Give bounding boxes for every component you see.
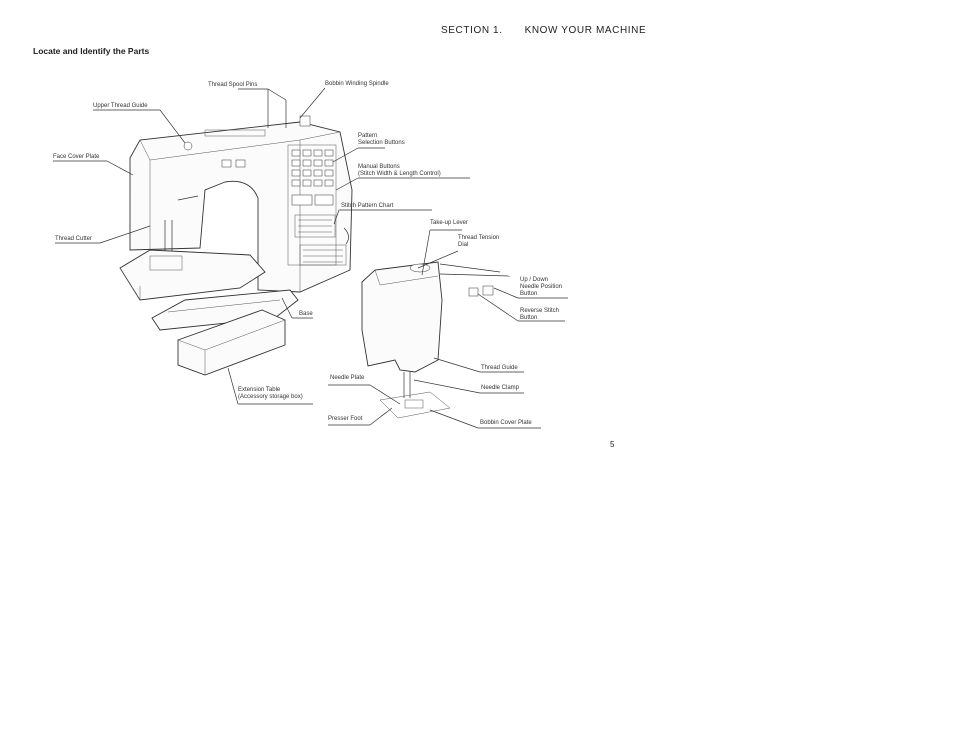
label-pattern-selection-buttons: Pattern Selection Buttons (358, 133, 405, 146)
label-upper-thread-guide: Upper Thread Guide (93, 103, 148, 109)
label-bobbin-winding-spindle: Bobbin Winding Spindle (325, 81, 389, 87)
label-thread-guide: Thread Guide (481, 365, 518, 371)
page-number: 5 (610, 440, 615, 449)
label-base: Base (299, 311, 313, 317)
label-presser-foot: Presser Foot (328, 416, 363, 422)
section-number: SECTION 1. (441, 25, 503, 36)
label-reverse-stitch-button: Reverse Stitch Button (520, 308, 560, 321)
label-extension-table: Extension Table (Accessory storage box) (238, 387, 303, 400)
label-stitch-pattern-chart: Stitch Pattern Chart (341, 203, 394, 209)
label-up-down-needle-position-button: Up / Down Needle Position Button (520, 277, 563, 297)
label-thread-cutter: Thread Cutter (55, 236, 93, 242)
label-needle-clamp: Needle Clamp (481, 385, 520, 391)
label-thread-spool-pins: Thread Spool Pins (208, 82, 258, 88)
leader-lines (53, 87, 568, 429)
label-thread-tension-dial: Thread Tension Dial (458, 235, 500, 248)
pattern-buttons (291, 149, 334, 206)
label-manual-buttons: Manual Buttons (Stitch Width & Length Co… (358, 164, 441, 177)
label-take-up-lever: Take-up Lever (430, 220, 469, 226)
section-title: SECTION 1. KNOW YOUR MACHINE (441, 25, 646, 36)
label-face-cover-plate: Face Cover Plate (53, 154, 100, 160)
page-subtitle: Locate and Identify the Parts (33, 46, 150, 56)
section-name: KNOW YOUR MACHINE (524, 25, 647, 36)
sewing-machine-illustration (119, 100, 353, 376)
label-bobbin-cover-plate: Bobbin Cover Plate (480, 420, 532, 426)
label-needle-plate: Needle Plate (330, 375, 365, 381)
needle-area-closeup-illustration (361, 261, 511, 419)
